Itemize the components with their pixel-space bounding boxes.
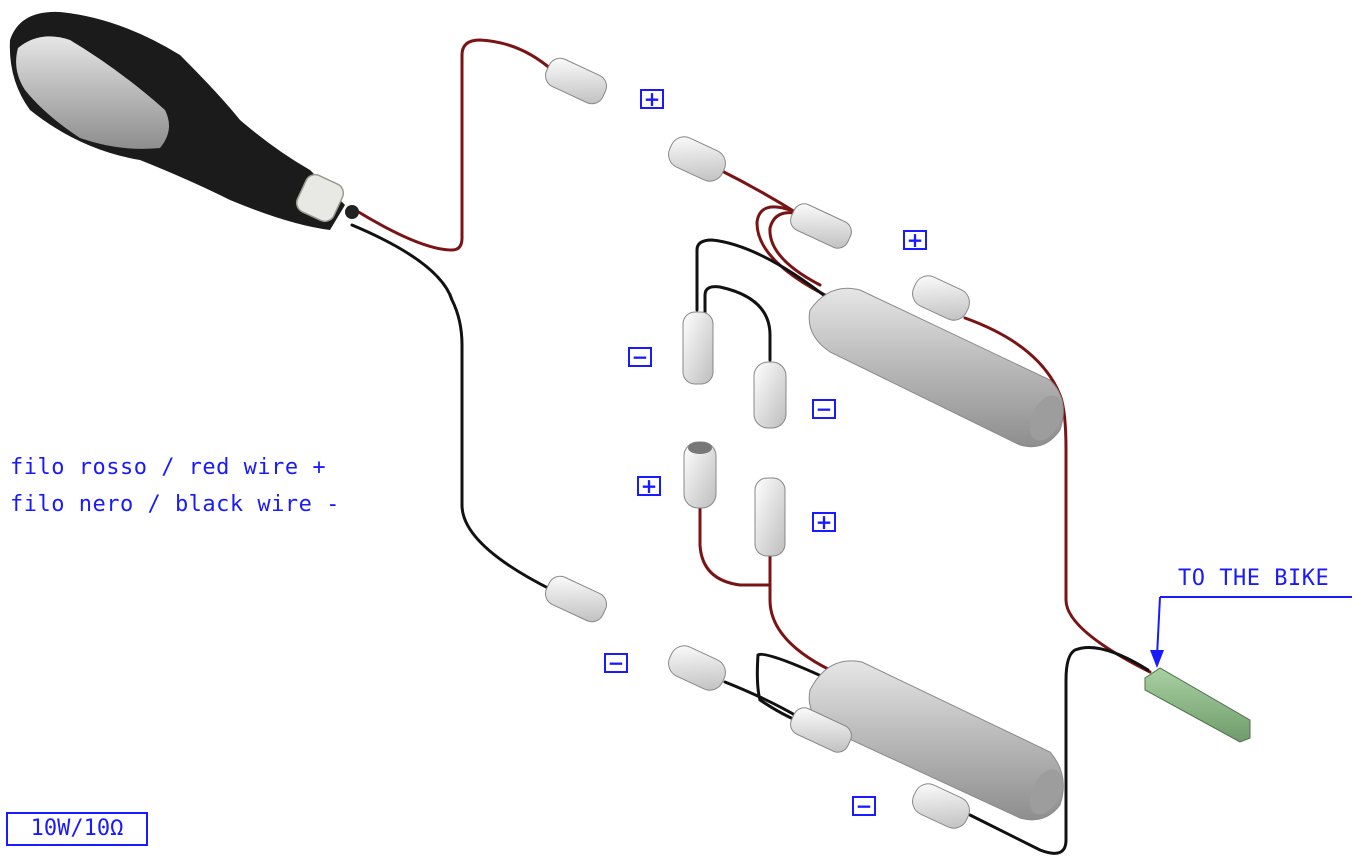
handle-face	[16, 36, 170, 149]
red-wire-plug-loop	[768, 211, 822, 287]
red-wire-handle-to-plug	[350, 38, 554, 252]
black-wire-minus-pair	[703, 285, 772, 362]
red-wire-lower-plug-to-resistor2	[768, 553, 832, 672]
to-bike-callout	[1150, 596, 1352, 668]
black-wire-lower-loop	[755, 652, 832, 727]
black-wire-minus-plug-loop	[695, 238, 832, 312]
minus-marker: −	[604, 653, 628, 673]
plus-marker: +	[640, 89, 664, 109]
socket-bottom-minus	[912, 783, 970, 829]
black-wire-resistor2-to-bike	[968, 646, 1150, 855]
black-wire-handle-to-plug	[350, 223, 554, 592]
socket-upper-plus	[668, 136, 726, 182]
resistor-upper	[808, 287, 1064, 448]
plus-marker: +	[903, 230, 927, 250]
minus-marker: −	[812, 399, 836, 419]
resistor-rating: 10W/10Ω	[6, 812, 148, 846]
minus-marker: −	[628, 347, 652, 367]
red-wire-plug-to-resistor1	[755, 205, 837, 302]
plus-marker: +	[812, 512, 836, 532]
plug-lower-plus	[754, 477, 786, 557]
callout-leader	[1156, 596, 1161, 657]
plus-marker: +	[637, 476, 661, 496]
plug-lower-mid-minus	[790, 707, 852, 753]
red-wire-socket-to-plug	[718, 168, 802, 217]
legend-black-wire: filo nero / black wire -	[10, 492, 340, 517]
socket-right-minus	[753, 361, 787, 429]
to-bike-label: TO THE BIKE	[1178, 566, 1330, 591]
legend-red-wire: filo rosso / red wire +	[10, 455, 327, 480]
plug-left-minus	[682, 311, 714, 385]
callout-arrow-icon	[1150, 650, 1164, 668]
red-wires	[350, 38, 1152, 674]
bike-connector-board	[1144, 667, 1251, 743]
handle-cable-exit	[345, 205, 359, 219]
handle-collar	[295, 173, 345, 223]
minus-marker: −	[852, 796, 876, 816]
soldering-handle	[9, 11, 359, 230]
plug-top-plus	[545, 57, 607, 105]
socket-left-plus	[683, 441, 717, 509]
plug-mid-plus	[790, 203, 852, 249]
red-wire-resistor1-to-bike	[963, 316, 1152, 674]
red-wire-lower-socket	[698, 503, 772, 587]
plug-bottom-minus	[545, 575, 607, 623]
socket-right-plus	[912, 275, 970, 321]
socket-lower-minus	[668, 645, 726, 691]
